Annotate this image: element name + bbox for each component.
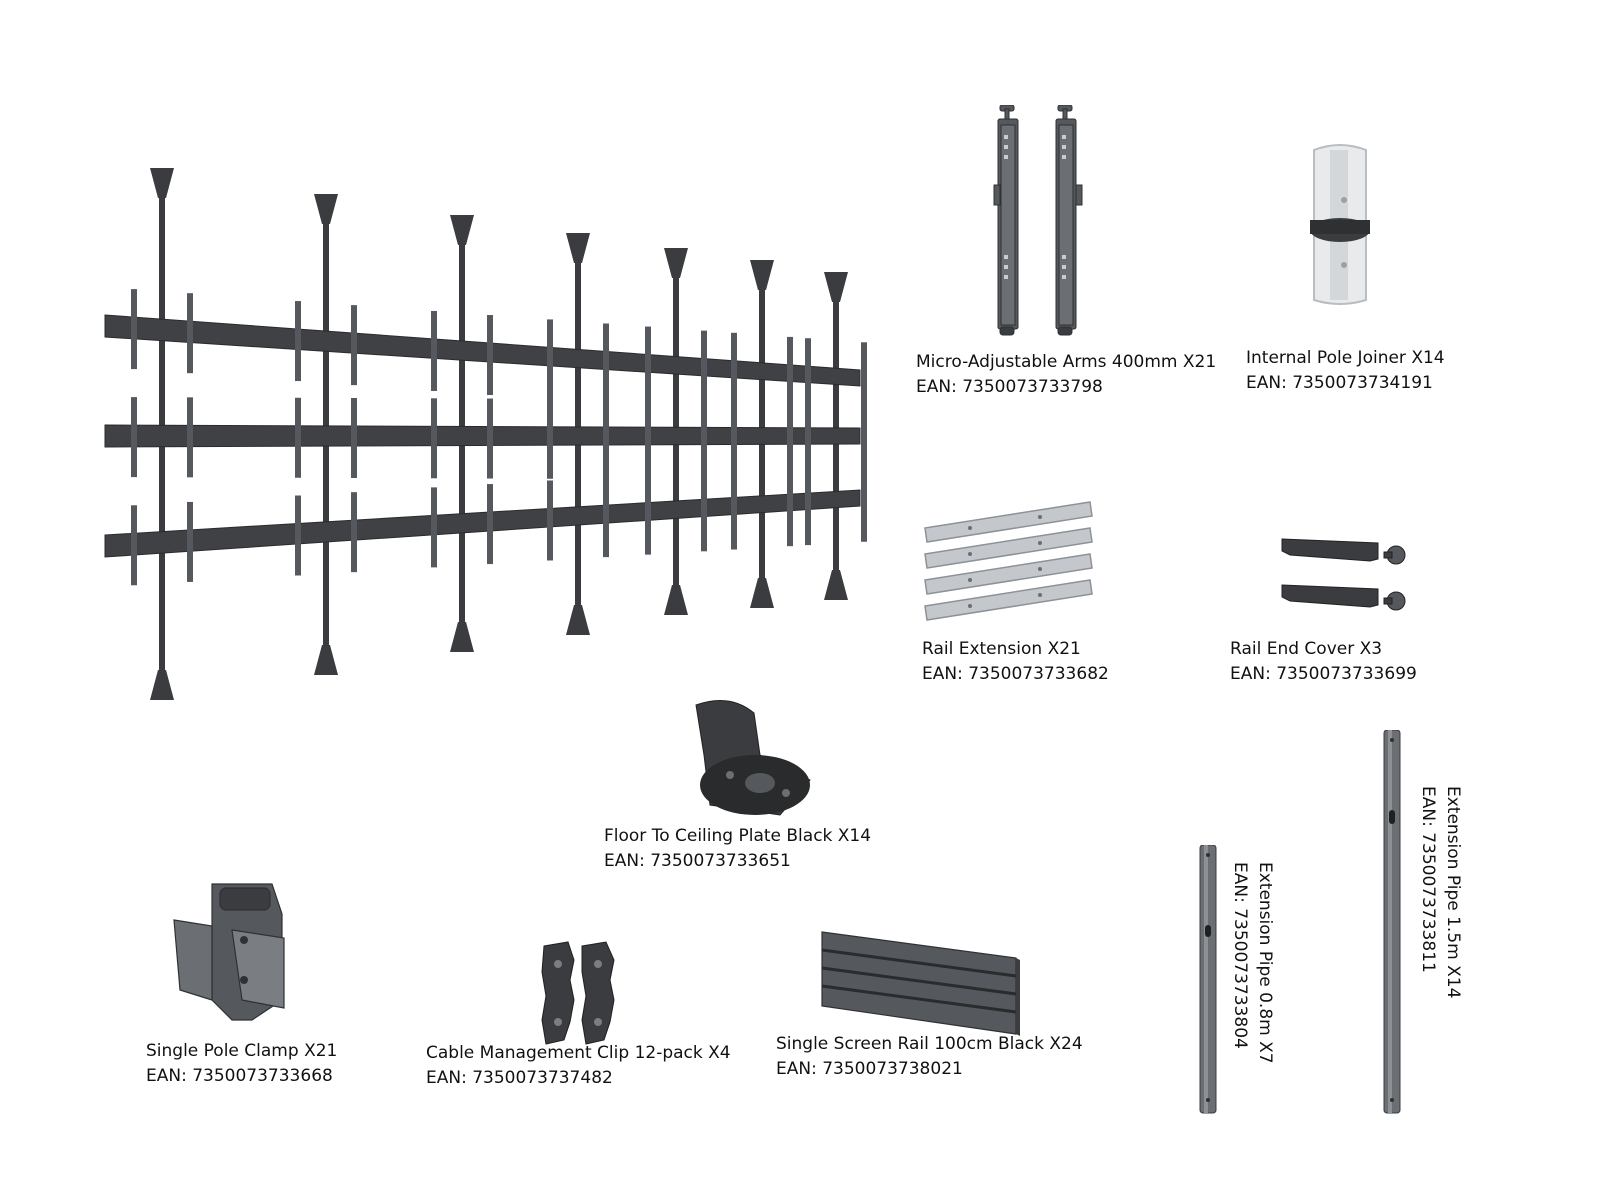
item-name: Single Pole Clamp X21 bbox=[146, 1041, 338, 1061]
item-name: Floor To Ceiling Plate Black X14 bbox=[604, 826, 872, 846]
micro-adjustable-arms-image bbox=[993, 105, 1083, 336]
floor-to-ceiling-plate-label: Floor To Ceiling Plate Black X14 EAN: 73… bbox=[604, 824, 871, 874]
item-ean: EAN: 7350073737482 bbox=[426, 1068, 613, 1088]
internal-pole-joiner-label: Internal Pole Joiner X14 EAN: 7350073734… bbox=[1246, 346, 1445, 396]
single-pole-clamp-image bbox=[173, 883, 285, 1021]
extension-pipe-1-5m-label: Extension Pipe 1.5m X14 EAN: 73500737338… bbox=[1415, 786, 1465, 998]
rail-extension-image bbox=[924, 501, 1093, 621]
single-screen-rail-label: Single Screen Rail 100cm Black X24 EAN: … bbox=[776, 1032, 1083, 1082]
single-pole-clamp-label: Single Pole Clamp X21 EAN: 7350073733668 bbox=[146, 1039, 337, 1089]
rail-end-cover-image bbox=[1281, 538, 1406, 611]
item-name: Cable Management Clip 12-pack X4 bbox=[426, 1043, 731, 1063]
extension-pipe-1-5m-image bbox=[1383, 730, 1401, 1114]
cable-management-clip-image bbox=[541, 941, 615, 1045]
item-ean: EAN: 7350073733811 bbox=[1418, 786, 1438, 973]
item-name: Extension Pipe 1.5m X14 bbox=[1443, 786, 1463, 999]
single-screen-rail-image bbox=[821, 931, 1020, 1036]
cable-management-clip-label: Cable Management Clip 12-pack X4 EAN: 73… bbox=[426, 1041, 731, 1091]
item-ean: EAN: 7350073733651 bbox=[604, 851, 791, 871]
item-name: Single Screen Rail 100cm Black X24 bbox=[776, 1034, 1083, 1054]
item-ean: EAN: 7350073738021 bbox=[776, 1059, 963, 1079]
video-wall-mount-assembly-image bbox=[104, 168, 867, 700]
rail-extension-label: Rail Extension X21 EAN: 7350073733682 bbox=[922, 637, 1109, 687]
item-ean: EAN: 7350073733682 bbox=[922, 664, 1109, 684]
item-name: Internal Pole Joiner X14 bbox=[1246, 348, 1445, 368]
item-ean: EAN: 7350073733668 bbox=[146, 1066, 333, 1086]
item-name: Rail End Cover X3 bbox=[1230, 639, 1383, 659]
extension-pipe-0-8m-image bbox=[1199, 845, 1217, 1114]
rail-end-cover-label: Rail End Cover X3 EAN: 7350073733699 bbox=[1230, 637, 1417, 687]
item-name: Rail Extension X21 bbox=[922, 639, 1081, 659]
item-ean: EAN: 7350073733804 bbox=[1230, 862, 1250, 1049]
item-name: Micro-Adjustable Arms 400mm X21 bbox=[916, 352, 1217, 372]
micro-adjustable-arms-label: Micro-Adjustable Arms 400mm X21 EAN: 735… bbox=[916, 350, 1216, 400]
item-ean: EAN: 7350073733798 bbox=[916, 377, 1103, 397]
floor-to-ceiling-plate-image bbox=[695, 700, 811, 816]
extension-pipe-0-8m-label: Extension Pipe 0.8m X7 EAN: 735007373380… bbox=[1227, 862, 1277, 1064]
item-ean: EAN: 7350073733699 bbox=[1230, 664, 1417, 684]
internal-pole-joiner-image bbox=[1310, 144, 1370, 305]
item-name: Extension Pipe 0.8m X7 bbox=[1255, 862, 1275, 1064]
item-ean: EAN: 7350073734191 bbox=[1246, 373, 1433, 393]
